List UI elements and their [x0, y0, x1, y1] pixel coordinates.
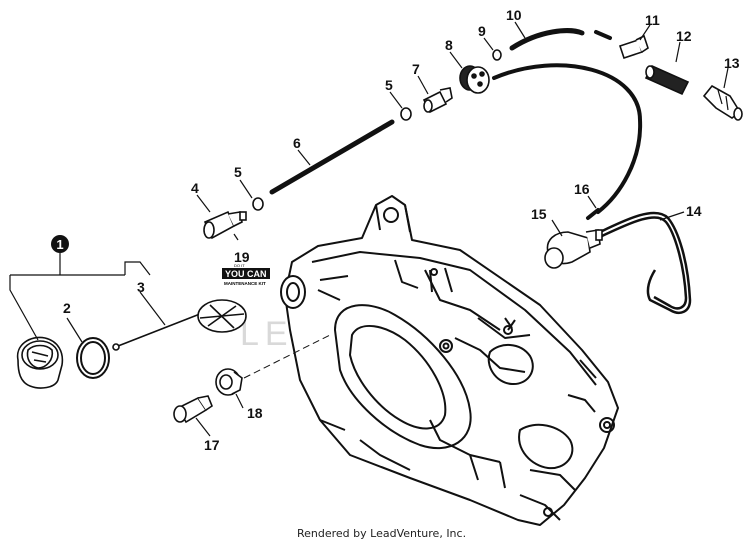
label-5-lower: 5	[234, 164, 242, 180]
sleeve-part	[644, 64, 690, 96]
callout-1-label: 1	[56, 237, 63, 252]
small-ring-lower	[252, 197, 264, 211]
label-7: 7	[412, 61, 420, 77]
label-13: 13	[724, 55, 740, 71]
label-14: 14	[686, 203, 702, 219]
filter-part	[203, 210, 247, 240]
fitting-part	[422, 87, 453, 114]
label-5-upper: 5	[385, 77, 393, 93]
small-ring-upper	[400, 107, 412, 121]
short-hose-part	[509, 28, 612, 51]
kit-line-2: MAINTENANCE KIT	[224, 281, 266, 286]
leader-lines	[9, 21, 729, 437]
o-ring-part	[76, 337, 110, 379]
grommet-part	[459, 65, 490, 94]
label-2: 2	[63, 300, 71, 316]
plug-part	[215, 368, 243, 396]
kit-line-1: YOU CAN	[225, 269, 267, 279]
kit-superscript: DO IT	[234, 263, 245, 268]
bolt-part	[173, 395, 213, 424]
label-10: 10	[506, 7, 522, 23]
label-8: 8	[445, 37, 453, 53]
bent-line-part	[599, 211, 692, 314]
connector-part	[618, 34, 649, 60]
oil-cap-part	[16, 336, 64, 389]
washer-part	[492, 49, 502, 61]
rod-part	[269, 119, 395, 195]
long-hose-part	[492, 63, 643, 214]
label-12: 12	[676, 28, 692, 44]
label-11: 11	[645, 12, 660, 28]
label-15: 15	[531, 206, 547, 222]
label-17: 17	[204, 437, 220, 453]
strainer-part	[112, 299, 247, 351]
assembly-centerline	[243, 334, 331, 379]
nozzle-part	[702, 84, 743, 121]
tube-part	[586, 208, 600, 220]
label-4: 4	[191, 180, 199, 196]
label-18: 18	[247, 405, 263, 421]
primer-pump-part	[544, 229, 603, 269]
footer-credit: Rendered by LeadVenture, Inc.	[297, 527, 466, 540]
main-housing	[280, 195, 619, 526]
callout-badge-1	[51, 235, 69, 253]
label-9: 9	[478, 23, 486, 39]
maintenance-kit-badge: YOU CAN DO IT MAINTENANCE KIT	[222, 263, 270, 286]
label-6: 6	[293, 135, 301, 151]
label-16: 16	[574, 181, 590, 197]
label-3: 3	[137, 279, 145, 295]
label-19: 19	[234, 249, 250, 265]
